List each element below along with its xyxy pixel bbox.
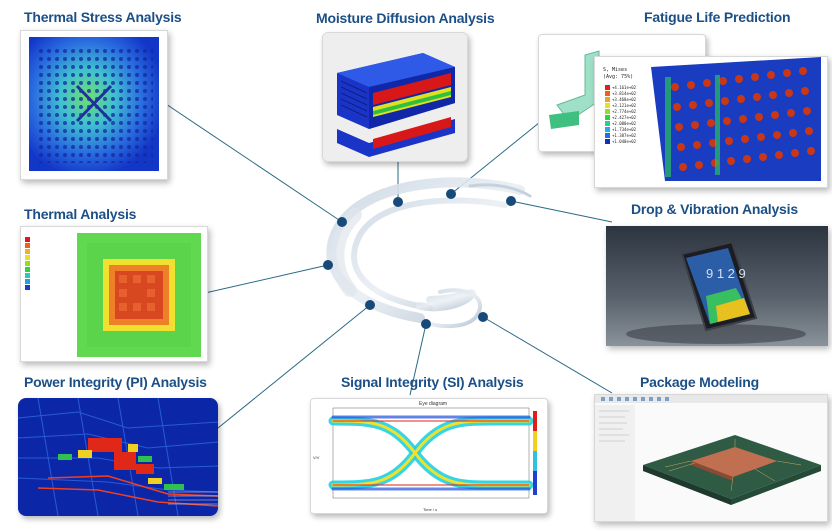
node-moisture [393,197,403,207]
signal-integrity-image: Eye diagram V/V Time / s [310,398,548,514]
label-thermal: Thermal Analysis [24,206,137,222]
phone-clock-text: 9 1 2 9 [706,266,746,281]
svg-text:+2.427e+02: +2.427e+02 [612,115,637,120]
fatigue-stress-map-image: +4.161e+02+3.814e+02 +3.468e+02+3.121e+0… [594,56,828,188]
svg-text:+2.774e+02: +2.774e+02 [612,109,637,114]
eye-x-axis-label: Time / s [423,507,437,512]
svg-text:+3.814e+02: +3.814e+02 [612,91,637,96]
svg-text:+1.387e+02: +1.387e+02 [612,133,637,138]
node-signal [421,319,431,329]
svg-text:+1.734e+02: +1.734e+02 [612,127,637,132]
thermal-stress-image [20,30,168,180]
label-drop: Drop & Vibration Analysis [631,201,798,217]
label-moisture: Moisture Diffusion Analysis [316,10,495,26]
thermal-analysis-image [20,226,208,362]
svg-text:+3.121e+02: +3.121e+02 [612,103,637,108]
eye-diagram-title: Eye diagram [419,401,447,407]
fatigue-legend-title: S, Mises [603,67,627,73]
svg-text:+3.468e+02: +3.468e+02 [612,97,637,102]
drop-vibration-image: 9 1 2 9 [606,226,828,346]
node-thermal-stress [337,217,347,227]
label-package: Package Modeling [640,374,759,390]
moisture-diffusion-image [322,32,468,162]
node-thermal [323,260,333,270]
svg-text:+1.040e+02: +1.040e+02 [612,139,637,144]
label-fatigue: Fatigue Life Prediction [644,9,791,25]
node-drop [506,196,516,206]
node-fatigue [446,189,456,199]
power-integrity-image [18,398,218,516]
svg-text:+4.161e+02: +4.161e+02 [612,85,637,90]
label-signal: Signal Integrity (SI) Analysis [341,374,524,390]
label-power: Power Integrity (PI) Analysis [24,374,207,390]
svg-text:+2.080e+02: +2.080e+02 [612,121,637,126]
eye-y-axis-label: V/V [313,455,320,460]
package-modeling-image [594,394,828,522]
node-package [478,312,488,322]
fatigue-legend-subtitle: (Avg: 75%) [603,74,633,80]
label-thermal-stress: Thermal Stress Analysis [24,9,182,25]
node-power [365,300,375,310]
